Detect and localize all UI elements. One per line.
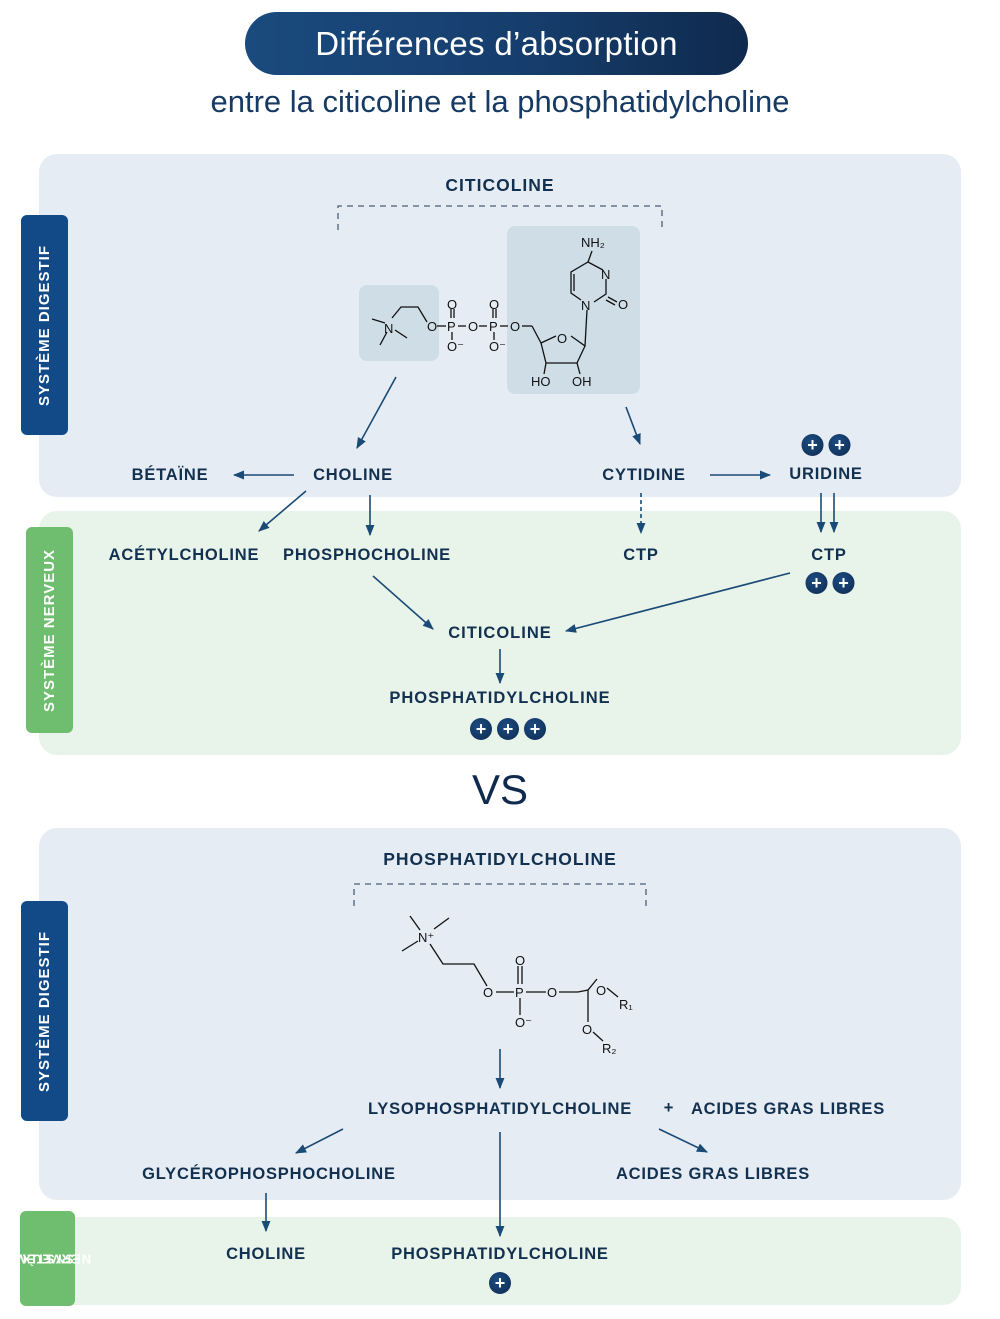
citicoline-atom-labels: NH₂ N N O N O P O O⁻ O P O O⁻ O O HO OH xyxy=(384,235,628,389)
plus-badge: + xyxy=(489,1272,511,1294)
atom-o: O xyxy=(557,331,567,346)
atom-p: P xyxy=(489,319,498,334)
node-choline: CHOLINE xyxy=(313,466,393,484)
node-phosphocholine: PHOSPHOCHOLINE xyxy=(283,546,451,564)
arrow-to-choline xyxy=(356,376,397,449)
atom-o-minus: O⁻ xyxy=(489,339,506,354)
citicoline-bracket xyxy=(337,205,663,230)
node-phosphatidylcholine: PHOSPHATIDYLCHOLINE xyxy=(389,689,611,707)
plus-badge: + xyxy=(470,718,492,740)
atom-n-plus: N xyxy=(384,321,393,336)
arrow-choline-to-acetylcholine xyxy=(258,490,307,532)
atom-o: O xyxy=(489,297,499,312)
atom-nh2: NH₂ xyxy=(581,235,605,250)
atom-oh: OH xyxy=(572,374,592,389)
node-ctp-right: CTP xyxy=(811,546,847,564)
plus-badge: + xyxy=(497,718,519,740)
node-citicoline: CITICOLINE xyxy=(448,624,552,642)
node-lysophosphatidylcholine: LYSOPHOSPHATIDYLCHOLINE xyxy=(367,1100,633,1118)
atom-p: P xyxy=(447,319,456,334)
atom-n: N xyxy=(581,298,590,313)
plus-badge: + xyxy=(801,434,824,456)
atom-o-minus: O⁻ xyxy=(447,339,464,354)
digestive-system-tag: SYSTÈME DIGESTIF xyxy=(21,215,68,435)
atom-o: O xyxy=(483,985,493,1000)
phosphatidylcholine-bracket xyxy=(353,883,647,906)
node-acides-gras-top: ACIDES GRAS LIBRES xyxy=(690,1100,886,1118)
atom-o: O xyxy=(510,319,520,334)
phosphatidylcholine-structure xyxy=(401,915,619,1042)
plus-badge: + xyxy=(524,718,546,740)
atom-n-plus: N⁺ xyxy=(418,930,434,945)
atom-o: O xyxy=(618,297,628,312)
citicoline-structure xyxy=(371,250,618,375)
atom-ho: HO xyxy=(531,374,551,389)
plus-badge: + xyxy=(828,434,851,456)
atom-r1: R₁ xyxy=(619,997,633,1012)
phosphatidylcholine-plus-badge-2: + xyxy=(489,1272,511,1294)
ctp-plus-badges: + + xyxy=(805,572,855,594)
node-cytidine: CYTIDINE xyxy=(602,466,686,484)
atom-p: P xyxy=(515,985,524,1000)
atom-o: O xyxy=(447,297,457,312)
node-ctp-left: CTP xyxy=(623,546,659,564)
choline-group-highlight xyxy=(359,285,439,361)
atom-o: O xyxy=(582,1022,592,1037)
nervous-system-tag: SYSTÈME NERVEUX xyxy=(26,527,73,733)
atom-o: O xyxy=(596,983,606,998)
node-phosphatidylcholine-2: PHOSPHATIDYLCHOLINE xyxy=(391,1245,609,1263)
atom-o: O xyxy=(515,953,525,968)
phosphatidylcholine-plus-badges: + + + xyxy=(470,718,546,740)
arrow-phosphocholine-to-citicoline xyxy=(372,575,434,630)
phosphatidylcholine-atom-labels: N⁺ O P O O⁻ O O R₁ O R₂ xyxy=(418,930,633,1056)
node-choline-2: CHOLINE xyxy=(226,1245,306,1263)
digestive-system-tag-2: SYSTÈME DIGESTIF xyxy=(21,901,68,1121)
node-acides-gras-bottom: ACIDES GRAS LIBRES xyxy=(615,1165,811,1183)
plus-badge: + xyxy=(832,572,855,594)
cytidine-group-highlight xyxy=(507,226,640,394)
node-uridine: URIDINE xyxy=(789,465,863,483)
arrow-ctp-to-citicoline xyxy=(564,572,791,633)
phosphatidylcholine-molecule-title: PHOSPHATIDYLCHOLINE xyxy=(383,849,617,869)
arrow-to-cytidine xyxy=(625,406,641,446)
atom-n: N xyxy=(601,267,610,282)
page-title: Différences d’absorption xyxy=(315,24,678,62)
node-betaine: BÉTAÏNE xyxy=(131,466,209,484)
title-banner: Différences d’absorption xyxy=(245,12,748,75)
page-subtitle: entre la citicoline et la phosphatidylch… xyxy=(210,84,790,119)
citicoline-nervous-panel xyxy=(39,511,961,755)
atom-o-minus: O⁻ xyxy=(515,1015,532,1030)
atom-o: O xyxy=(468,319,478,334)
atom-o: O xyxy=(547,985,557,1000)
atom-r2: R₂ xyxy=(602,1041,616,1056)
citicoline-molecule-title: CITICOLINE xyxy=(445,175,555,195)
uridine-plus-badges: + + xyxy=(801,434,851,456)
node-glycerophosphocholine: GLYCÉROPHOSPHOCHOLINE xyxy=(142,1165,396,1183)
vs-label: VS xyxy=(471,766,529,813)
plus-sign: + xyxy=(663,1099,675,1117)
plus-badge: + xyxy=(805,572,828,594)
arrow-to-acides-gras xyxy=(658,1128,709,1153)
arrow-to-glycerophosphocholine xyxy=(295,1128,344,1154)
atom-o: O xyxy=(427,319,437,334)
node-acetylcholine: ACÉTYLCHOLINE xyxy=(108,546,260,564)
